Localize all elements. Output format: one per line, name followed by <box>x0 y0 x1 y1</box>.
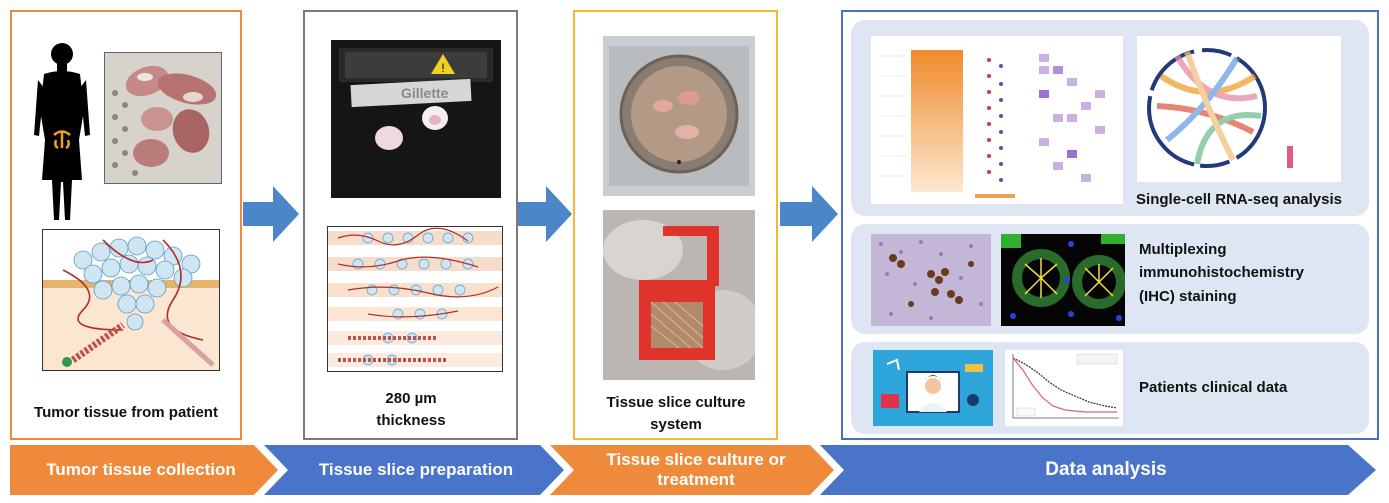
scrna-subpanel: Single-cell RNA-seq analysis <box>851 20 1369 216</box>
culture-dish-photo <box>603 36 755 196</box>
culture-panel: Tissue slice culture system <box>573 10 778 440</box>
collection-caption: Tumor tissue from patient <box>34 404 218 421</box>
stage-chevron-preparation <box>264 445 564 495</box>
stage-bar: Tumor tissue collection Tissue slice pre… <box>10 445 1378 495</box>
tumor-tissue-photo <box>104 52 222 184</box>
vibratome-photo: ! Gillette <box>331 40 501 198</box>
stage-chevron-analysis <box>820 445 1376 495</box>
ihc-fluorescence-image <box>1001 234 1125 326</box>
culture-caption: Tissue slice culture system <box>606 394 746 433</box>
stage-chevron-culture <box>550 445 834 495</box>
stage-label-analysis: Data analysis <box>1045 458 1167 480</box>
scrna-heatmap-figure <box>871 36 1123 204</box>
ihc-label: Multiplexing immunohistochemistry (IHC) … <box>1139 238 1359 308</box>
ihc-label-line2: immunohistochemistry <box>1139 264 1305 282</box>
stage-label-collection: Tumor tissue collection <box>46 459 236 479</box>
slice-illustration <box>327 226 503 372</box>
flow-arrow-1-icon <box>243 186 299 242</box>
preparation-panel: ! Gillette <box>303 10 518 440</box>
stage-chevron-collection <box>10 445 278 495</box>
patient-silhouette-icon <box>34 43 90 220</box>
clinical-label: Patients clinical data <box>1139 379 1288 396</box>
survival-curve-plot <box>1005 350 1123 426</box>
doctor-illustration <box>873 350 993 426</box>
scrna-chord-diagram <box>1137 36 1341 182</box>
ihc-label-line1: Multiplexing <box>1139 241 1227 258</box>
flow-arrow-2-icon <box>518 186 572 242</box>
stage-label-culture: Tissue slice culture or treatment <box>606 449 786 489</box>
svg-text:Gillette: Gillette <box>401 85 449 101</box>
preparation-caption: 280 µm thickness <box>376 390 446 429</box>
scrna-label: Single-cell RNA-seq analysis <box>1136 191 1342 208</box>
ihc-label-line3: (IHC) staining <box>1139 287 1237 305</box>
stage-label-preparation: Tissue slice preparation <box>318 459 514 479</box>
svg-text:!: ! <box>441 61 444 75</box>
collection-panel: Tumor tissue from patient <box>10 10 242 440</box>
analysis-panel: Single-cell RNA-seq analysis <box>841 10 1379 440</box>
ihc-subpanel: Multiplexing immunohistochemistry (IHC) … <box>851 224 1369 334</box>
clinical-subpanel: Patients clinical data <box>851 342 1369 434</box>
culture-insert-photo <box>603 210 755 380</box>
flow-arrow-3-icon <box>780 186 838 242</box>
tumor-illustration <box>42 229 220 371</box>
ihc-brightfield-image <box>871 234 991 326</box>
